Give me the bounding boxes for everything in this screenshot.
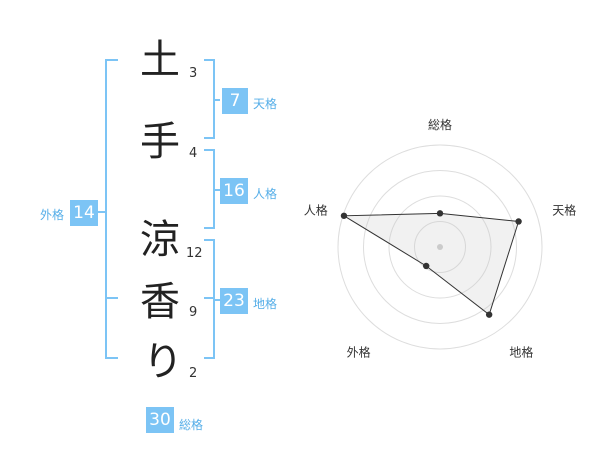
radar-ring-4 (337, 144, 543, 350)
radar-point-4 (423, 262, 430, 270)
radar-ring-2 (388, 195, 492, 299)
stroke-count-3: 12 (186, 246, 203, 261)
radar-axis-label-5: 人格 (304, 203, 328, 218)
soukaku-label: 総格 (179, 418, 204, 432)
gaikaku-label: 外格 (40, 208, 65, 222)
name-char-4: 香 (140, 279, 180, 325)
radar-ring-3 (363, 170, 517, 324)
tenkaku-badge: 7 (222, 88, 248, 114)
radar-point-3 (485, 311, 493, 318)
name-char-5: り (143, 339, 183, 385)
jinkaku-badge: 16 (220, 178, 248, 204)
stroke-count-4: 9 (189, 305, 198, 320)
stroke-count-5: 2 (189, 366, 198, 381)
tenkaku-label: 天格 (253, 97, 278, 111)
name-char-3: 涼 (140, 217, 180, 263)
name-char-2: 手 (140, 119, 180, 165)
jinkaku-label: 人格 (253, 187, 278, 201)
stroke-count-2: 4 (189, 146, 198, 161)
radar-axis-label-3: 地格 (509, 344, 533, 359)
soukaku-badge: 30 (146, 407, 174, 433)
radar-point-1 (436, 210, 444, 217)
radar-axis-label-1: 総格 (428, 117, 452, 132)
stroke-count-1: 3 (189, 66, 198, 81)
radar-center (437, 244, 443, 250)
radar-point-2 (515, 218, 522, 225)
gaikaku-badge: 14 (70, 200, 98, 226)
chikaku-label: 地格 (253, 297, 278, 311)
radar-axis-label-4: 外格 (347, 344, 371, 359)
name-char-1: 土 (140, 37, 180, 83)
radar-ring-1 (414, 221, 466, 273)
chikaku-badge: 23 (220, 288, 248, 314)
radar-axis-label-2: 天格 (552, 203, 576, 218)
radar-point-5 (340, 212, 348, 219)
radar-series-polygon (342, 212, 520, 316)
